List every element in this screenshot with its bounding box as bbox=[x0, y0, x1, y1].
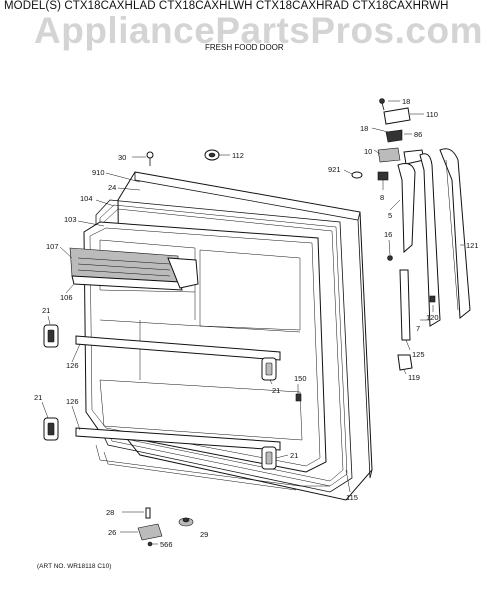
hinge-10 bbox=[377, 147, 425, 165]
dairy-door bbox=[69, 247, 199, 291]
callout-121: 121 bbox=[466, 241, 479, 250]
callout-21-b: 21 bbox=[272, 386, 280, 395]
model-header: MODEL(S) CTX18CAXHLAD CTX18CAXHLWH CTX18… bbox=[4, 0, 449, 12]
callout-910: 910 bbox=[92, 168, 105, 177]
callout-5: 5 bbox=[388, 211, 392, 220]
shelf-end-cap-right-upper bbox=[261, 357, 277, 381]
screw-120 bbox=[429, 295, 436, 303]
screw-16 bbox=[387, 255, 393, 261]
shelf-end-cap-right-lower bbox=[261, 446, 277, 470]
callout-106: 106 bbox=[60, 293, 73, 302]
callout-7: 7 bbox=[416, 324, 420, 333]
callout-126-b: 126 bbox=[66, 397, 79, 406]
plug-29 bbox=[178, 517, 194, 527]
callout-8: 8 bbox=[380, 193, 384, 202]
washer-921 bbox=[351, 171, 363, 179]
callout-112: 112 bbox=[232, 151, 244, 160]
clip-28 bbox=[145, 507, 151, 519]
diagram-subtitle: FRESH FOOD DOOR bbox=[205, 43, 284, 52]
bracket-26 bbox=[137, 523, 163, 541]
callout-126-a: 126 bbox=[66, 361, 79, 370]
watermark: AppliancePartsPros.com bbox=[34, 10, 483, 51]
leader-lines bbox=[41, 100, 464, 545]
callout-103: 103 bbox=[64, 215, 77, 224]
shelf-bar-upper bbox=[75, 335, 281, 361]
callout-921: 921 bbox=[328, 165, 341, 174]
callout-120: 120 bbox=[426, 313, 439, 322]
shelf-end-cap-left-upper bbox=[43, 324, 59, 348]
callout-26: 26 bbox=[108, 528, 116, 537]
callout-10: 10 bbox=[364, 147, 372, 156]
callout-21-a: 21 bbox=[42, 306, 50, 315]
callout-21-c: 21 bbox=[34, 393, 42, 402]
trim-125 bbox=[399, 269, 411, 341]
plug-112 bbox=[204, 149, 220, 161]
callout-21-d: 21 bbox=[290, 451, 298, 460]
callout-29: 29 bbox=[200, 530, 208, 539]
callout-104: 104 bbox=[80, 194, 93, 203]
callout-107: 107 bbox=[46, 242, 59, 251]
callout-18-top: 18 bbox=[402, 97, 410, 106]
hinge-cover-110 bbox=[383, 107, 411, 125]
callout-24: 24 bbox=[108, 183, 116, 192]
screw-566 bbox=[147, 541, 153, 547]
hinge-bracket-86 bbox=[385, 129, 403, 143]
callout-115: 115 bbox=[346, 493, 358, 502]
callout-28: 28 bbox=[106, 508, 114, 517]
callout-125: 125 bbox=[412, 350, 425, 359]
callout-150: 150 bbox=[294, 374, 307, 383]
callout-16: 16 bbox=[384, 230, 392, 239]
callout-30: 30 bbox=[118, 153, 126, 162]
handle-121 bbox=[439, 148, 471, 319]
hinge-pin-8 bbox=[377, 171, 389, 181]
screw-150 bbox=[295, 393, 302, 402]
handle-mid-7 bbox=[419, 153, 441, 327]
callout-86: 86 bbox=[414, 130, 422, 139]
screw-30 bbox=[146, 151, 154, 166]
callout-119: 119 bbox=[408, 373, 420, 382]
shelf-bar-lower bbox=[75, 427, 281, 451]
art-number: (ART NO. WR18118 C10) bbox=[37, 563, 112, 570]
handle-bracket-5 bbox=[397, 163, 416, 254]
shelf-end-cap-left-lower bbox=[43, 417, 59, 441]
callout-18-second: 18 bbox=[360, 124, 368, 133]
cap-119 bbox=[397, 354, 413, 371]
callout-labels: 18 110 18 86 10 921 8 5 16 121 120 7 125… bbox=[34, 97, 479, 549]
callout-566: 566 bbox=[160, 540, 173, 549]
callout-110: 110 bbox=[426, 110, 438, 119]
screw-18-top bbox=[379, 98, 385, 111]
